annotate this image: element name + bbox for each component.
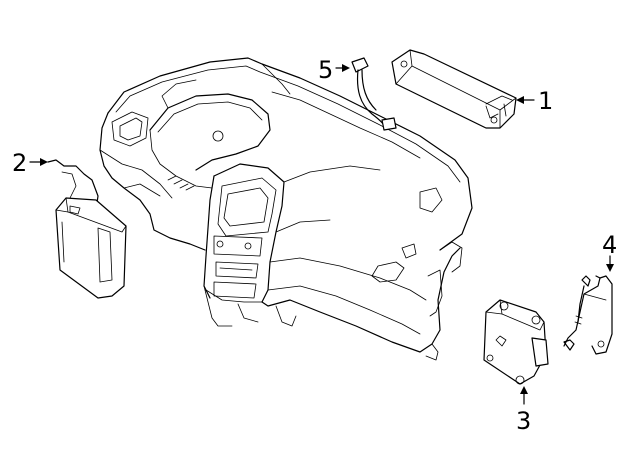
callout-5: 5 [318, 56, 333, 84]
instrument-panel [99, 57, 473, 361]
part-1-module [391, 49, 517, 129]
callout-2: 2 [12, 149, 27, 177]
part-5-wire-harness [351, 57, 397, 131]
callout-4: 4 [602, 231, 617, 259]
part-4-bracket [563, 275, 613, 355]
part-3-control-unit [483, 299, 549, 385]
part-2-module [47, 159, 127, 299]
callout-3: 3 [516, 407, 531, 435]
callout-1: 1 [538, 87, 553, 115]
leader-lines [29, 64, 614, 405]
